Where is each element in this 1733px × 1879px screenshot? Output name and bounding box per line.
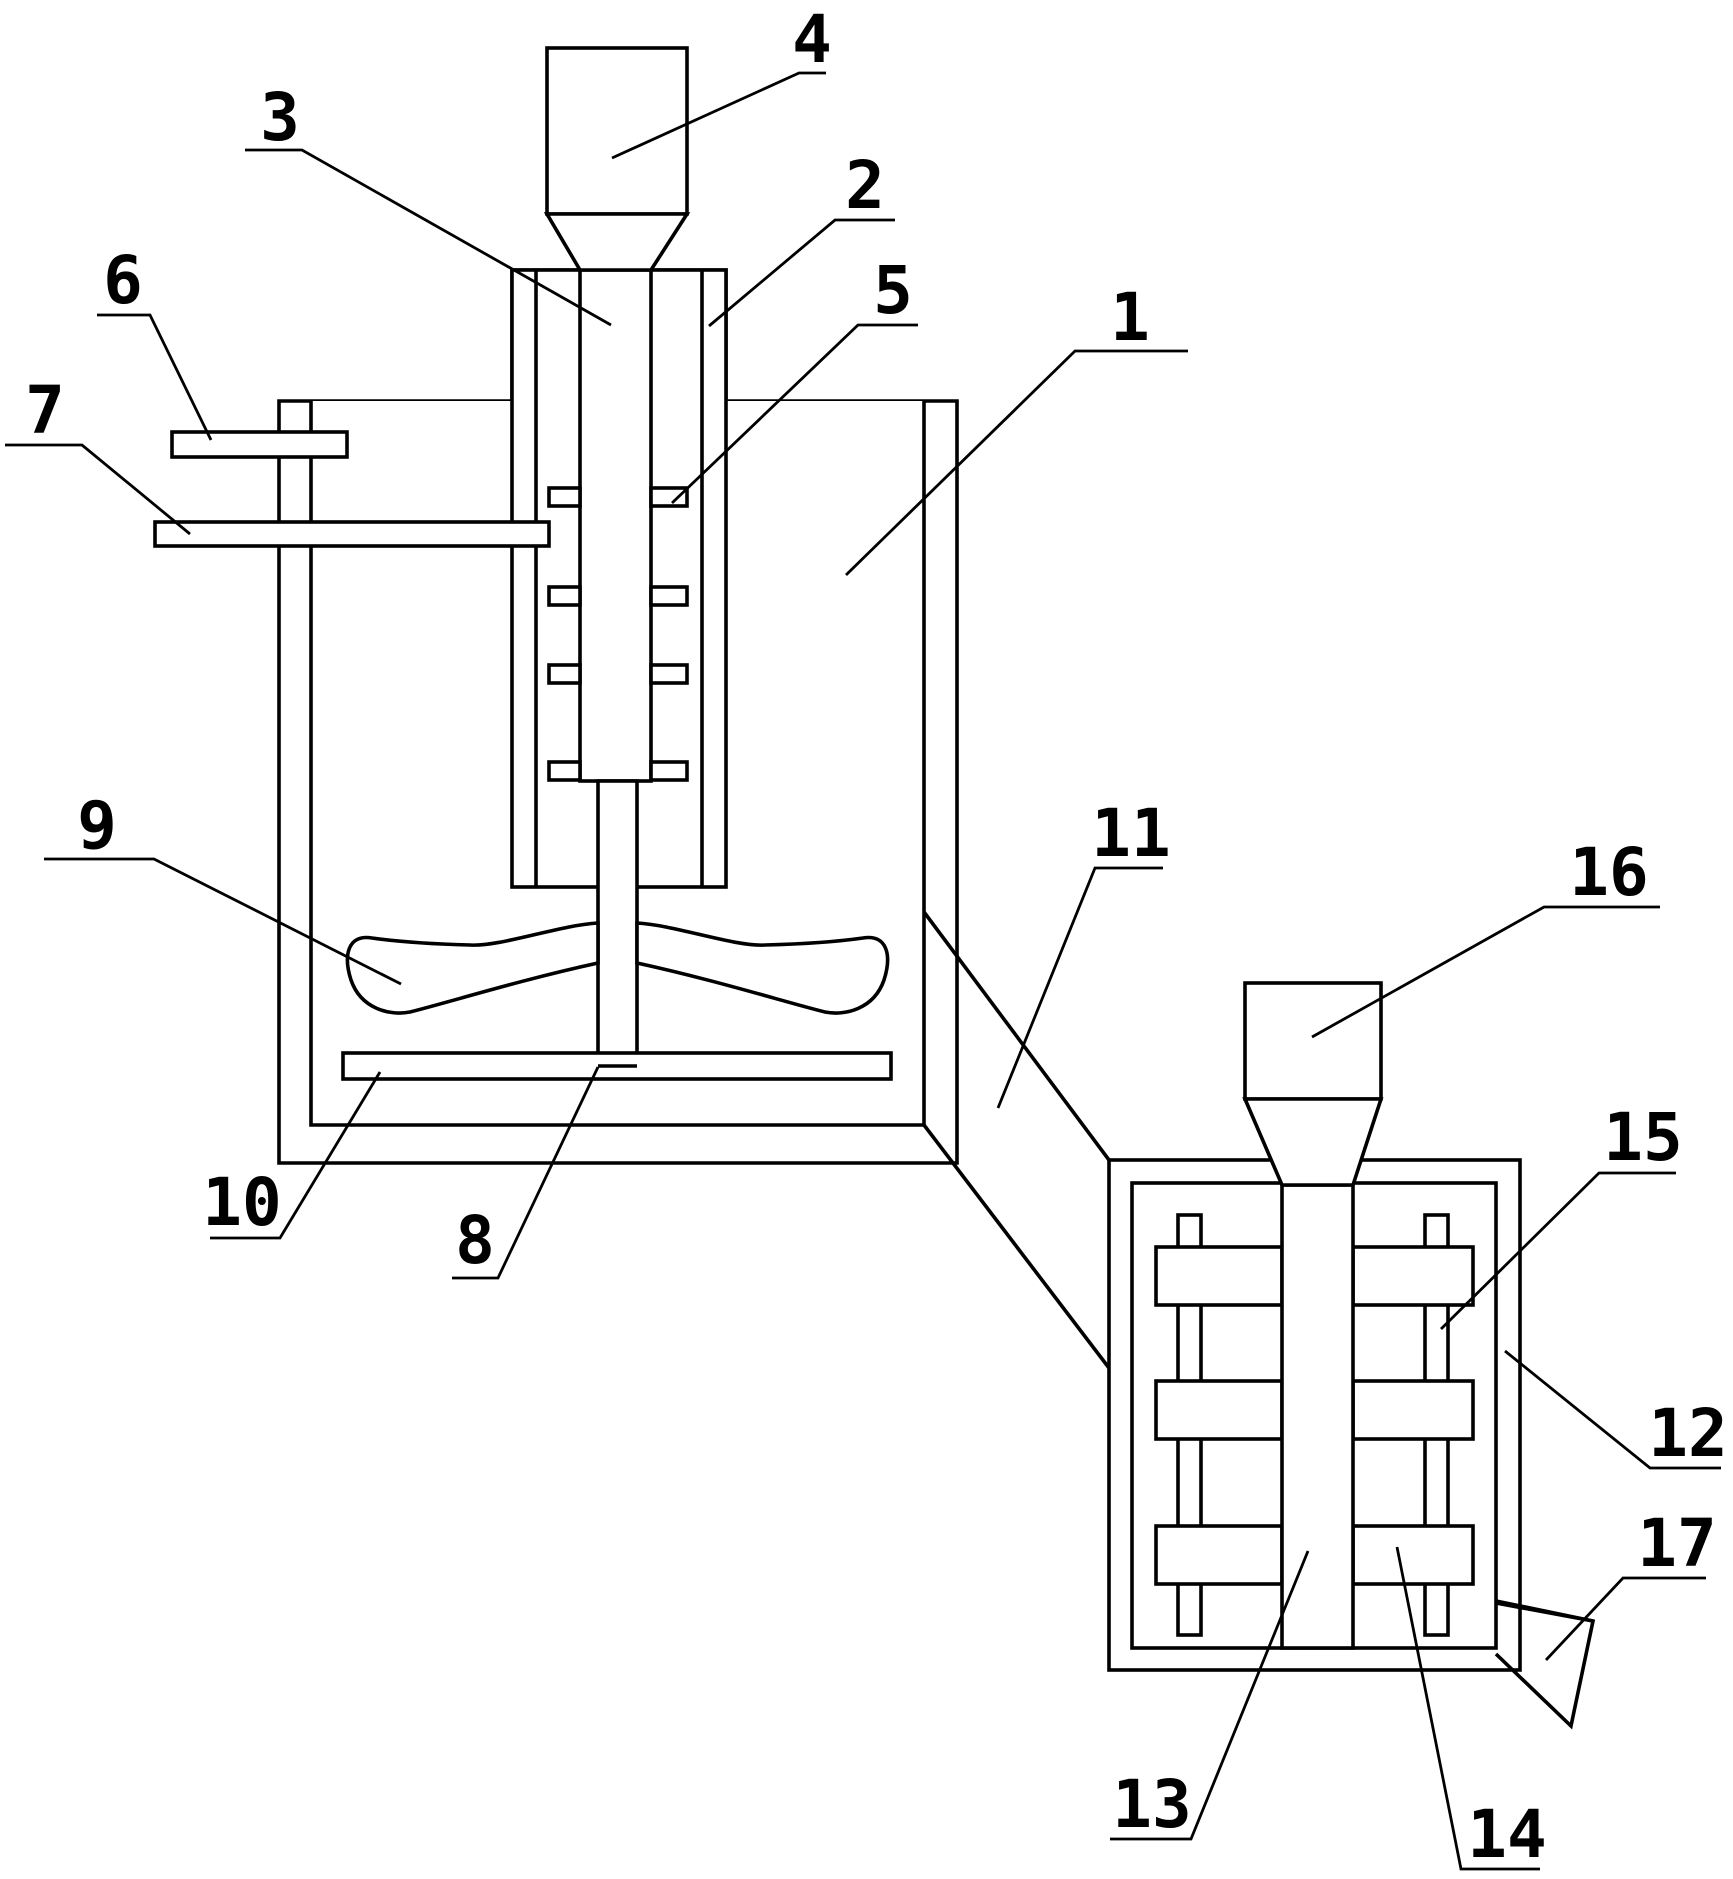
drive-shaft [578, 268, 653, 783]
leader-line-1 [845, 349, 1188, 577]
leader-line-11 [996, 866, 1163, 1109]
feed-hopper [545, 46, 689, 216]
grinding-blocks [547, 486, 689, 782]
crusher-hopper [1243, 981, 1383, 1101]
grinding-block [649, 663, 689, 685]
drive-disc [170, 430, 349, 459]
callout-label-8: 8 [455, 1202, 495, 1279]
callout-label-7: 7 [25, 372, 65, 449]
discharge-pipe [922, 910, 1111, 1370]
callout-label-17: 17 [1637, 1505, 1716, 1582]
grinding-block [649, 760, 689, 782]
callout-label-2: 2 [845, 147, 885, 224]
grinding-block [649, 486, 689, 508]
leader-line-5 [671, 323, 918, 505]
leader-line-7 [5, 443, 191, 536]
crushing-tooth [1154, 1524, 1284, 1586]
callout-label-15: 15 [1603, 1099, 1682, 1176]
crusher-shaft [1280, 1183, 1355, 1650]
callout-label-13: 13 [1112, 1766, 1191, 1843]
feed-hopper-funnel [543, 212, 691, 272]
leader-line-10 [210, 1071, 382, 1240]
callout-label-6: 6 [103, 242, 143, 319]
grinding-block [547, 585, 582, 607]
leader-line-8 [452, 1066, 600, 1280]
leader-line-13 [1110, 1550, 1310, 1841]
leader-line-9 [44, 857, 402, 986]
crushing-tooth [1154, 1245, 1284, 1307]
stirring-blade-right [635, 921, 890, 1015]
support-bar [153, 520, 551, 548]
crushing-tooth [1351, 1524, 1475, 1586]
leader-line-3 [245, 148, 612, 327]
stirring-rod [596, 779, 639, 1065]
callout-label-16: 16 [1569, 834, 1648, 911]
crusher-unit [1107, 981, 1596, 1730]
crushing-tooth [1351, 1379, 1475, 1441]
callout-label-14: 14 [1467, 1796, 1546, 1873]
grinding-block [547, 760, 582, 782]
crushing-tooth [1351, 1245, 1475, 1307]
grinding-block [547, 663, 582, 685]
crushing-tooth [1154, 1379, 1284, 1441]
leader-line-4 [611, 71, 826, 160]
leader-line-14 [1395, 1546, 1540, 1871]
discharge-pipe-upper-wall [922, 910, 1111, 1162]
outlet-chute-mouth [1495, 1601, 1594, 1623]
callout-label-12: 12 [1648, 1395, 1727, 1472]
callout-label-5: 5 [873, 252, 913, 329]
leader-line-6 [97, 313, 213, 441]
leader-lines [5, 71, 1721, 1871]
grinding-block [547, 486, 582, 508]
leader-line-2 [708, 218, 895, 328]
crusher-hopper-funnel [1242, 1097, 1384, 1187]
stirring-blade-left [345, 921, 600, 1015]
callout-label-1: 1 [1110, 279, 1150, 356]
callout-labels: 1 2 3 4 5 6 7 8 9 10 11 12 13 14 15 16 1… [25, 1, 1728, 1873]
callout-label-9: 9 [77, 787, 117, 864]
leader-line-15 [1440, 1171, 1676, 1330]
grinding-block [649, 585, 689, 607]
callout-label-3: 3 [260, 79, 300, 156]
discharge-pipe-lower-wall [922, 1123, 1111, 1370]
leader-line-17 [1544, 1576, 1706, 1661]
callout-label-4: 4 [792, 1, 832, 78]
leader-line-16 [1311, 905, 1660, 1039]
callout-label-10: 10 [202, 1164, 281, 1241]
leader-line-12 [1504, 1349, 1721, 1470]
callout-label-11: 11 [1091, 795, 1170, 872]
